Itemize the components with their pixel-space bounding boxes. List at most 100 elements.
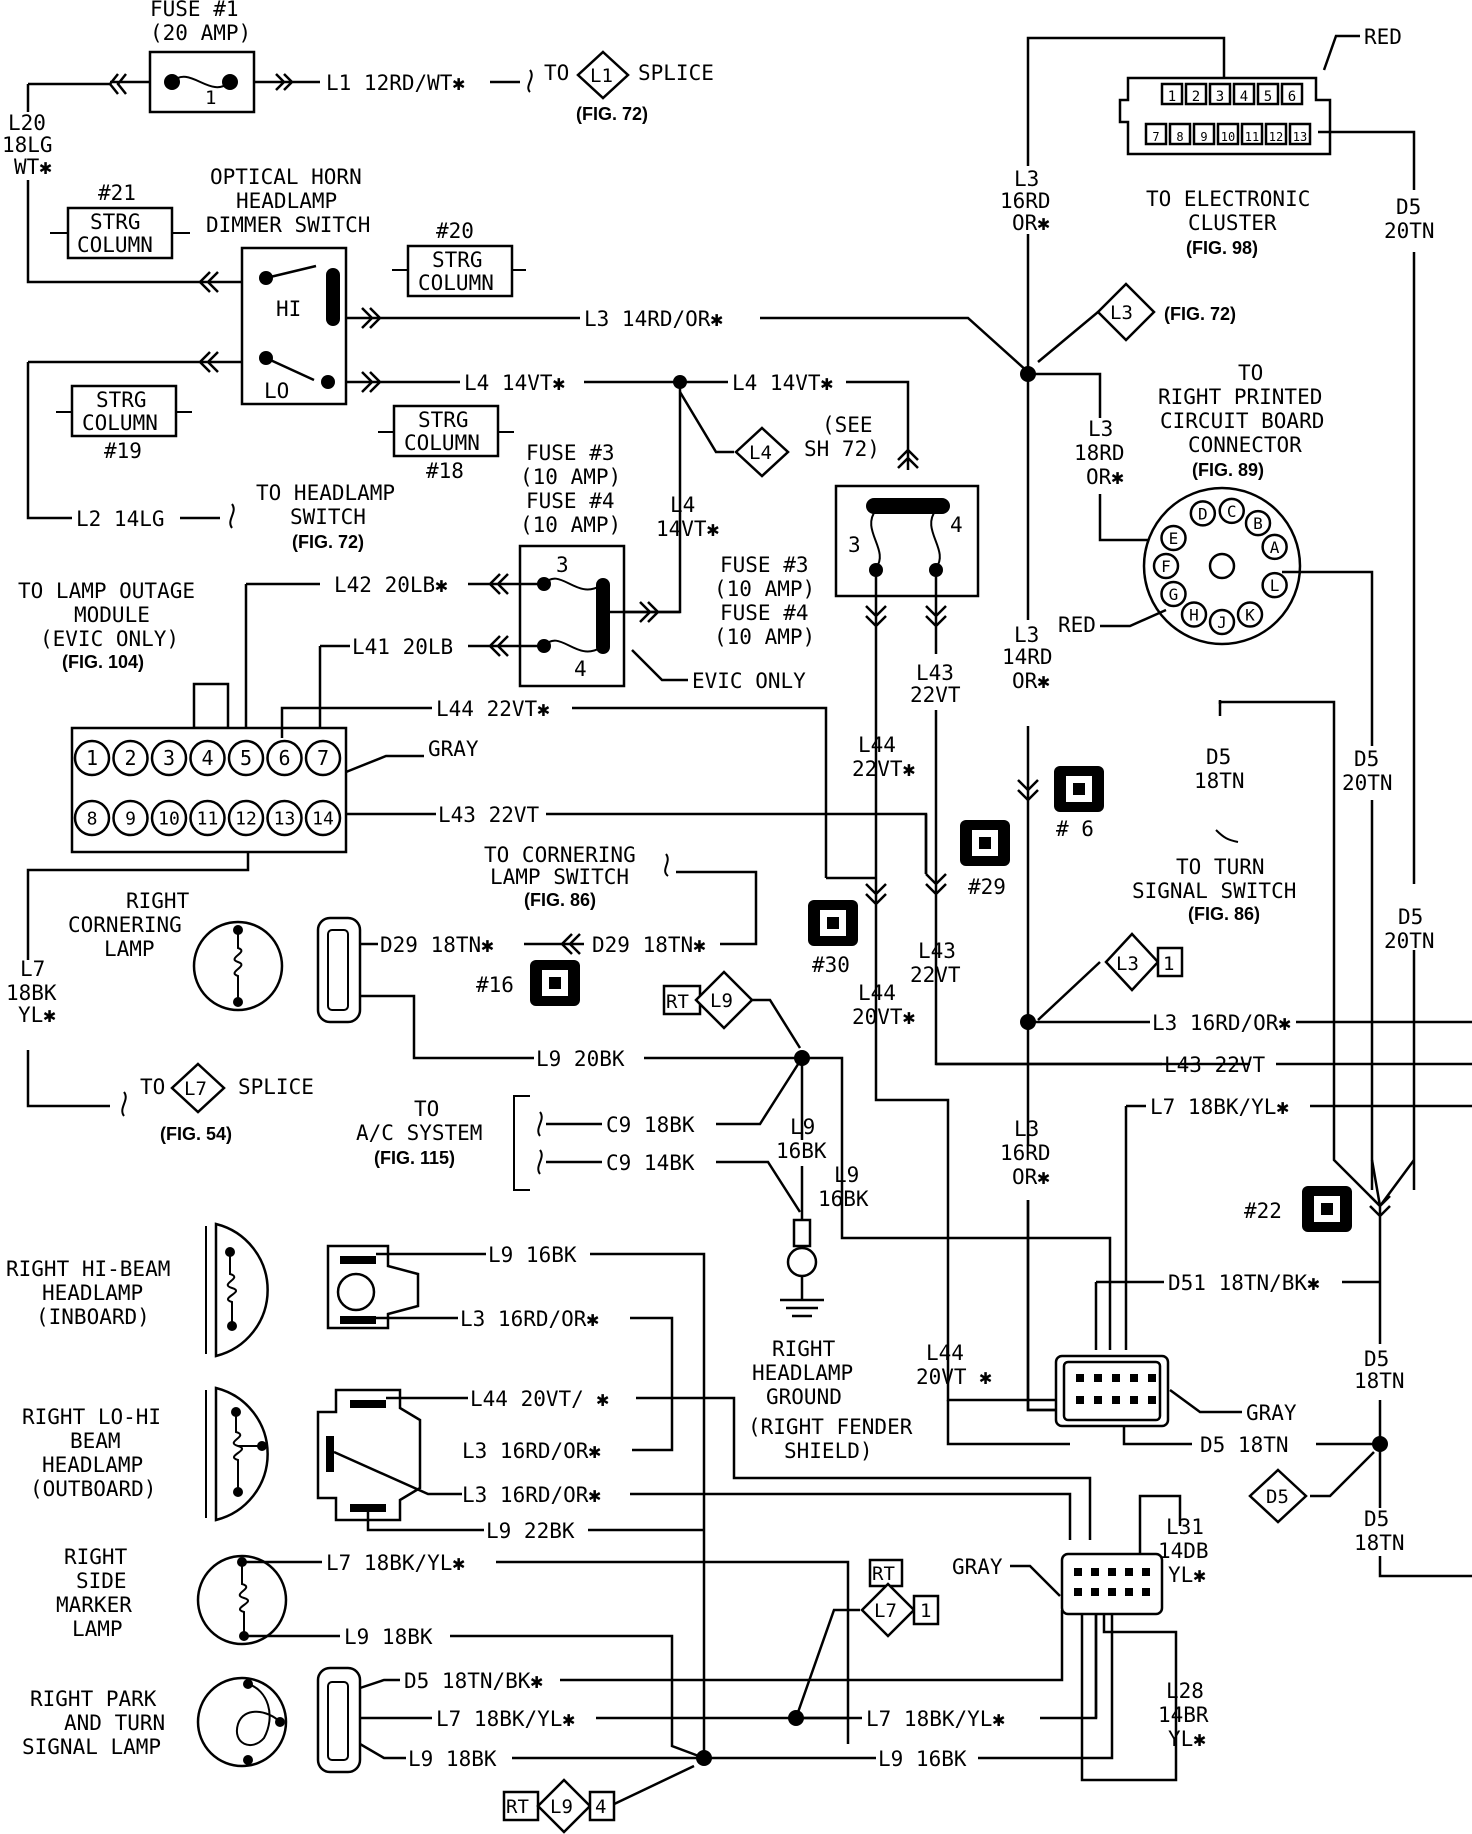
park-socket-inner bbox=[327, 1681, 349, 1761]
pin-circle bbox=[1189, 500, 1217, 527]
cluster-l2: CLUSTER bbox=[1188, 211, 1277, 235]
l4-see2: SH 72) bbox=[804, 437, 880, 461]
lohi-l2: BEAM bbox=[70, 1429, 121, 1453]
turn-l1: TO TURN bbox=[1176, 855, 1265, 879]
wire-l3-14-label: L3 14RD/OR✱ bbox=[584, 307, 723, 331]
wire-l9-mid-right bbox=[802, 1056, 1112, 1350]
hlsw-fig: (FIG. 72) bbox=[292, 532, 364, 552]
rt-l9b-lead bbox=[609, 1764, 695, 1808]
pin-cavity bbox=[1142, 1588, 1150, 1596]
lohi-dot-mid bbox=[257, 1441, 267, 1451]
wire-c9-18-label: C9 18BK bbox=[606, 1113, 695, 1137]
hibeam-lamp bbox=[214, 1222, 269, 1358]
d5-dia-lead bbox=[1310, 1451, 1375, 1498]
pin-circle bbox=[1244, 509, 1272, 537]
l43-mid-b: 22VT bbox=[910, 963, 961, 987]
l3-1-box bbox=[1156, 946, 1184, 978]
conn-16-label: #16 bbox=[476, 973, 514, 997]
pin-square bbox=[1168, 122, 1192, 146]
wire-l7-right bbox=[1124, 1104, 1472, 1350]
pin-label: D bbox=[1198, 504, 1208, 523]
d5-18b-b: 18TN bbox=[1354, 1531, 1405, 1555]
fuse34r-top bbox=[897, 448, 919, 470]
wire-l1 bbox=[254, 73, 520, 91]
pin-circle bbox=[1261, 533, 1288, 561]
park-filament bbox=[235, 1683, 281, 1746]
pin-label: 5 bbox=[240, 746, 252, 770]
conn-16 bbox=[530, 960, 580, 1006]
strg20-l2: COLUMN bbox=[418, 271, 494, 295]
l43-mid-a: L43 bbox=[918, 939, 956, 963]
wire-c9-14 bbox=[546, 1160, 802, 1213]
pin-cavity bbox=[1076, 1374, 1084, 1382]
marker-l4: LAMP bbox=[72, 1617, 123, 1641]
l3-col-conn bbox=[1017, 779, 1039, 802]
wire-l44-22-label: L44 22VT✱ bbox=[436, 697, 550, 721]
strg18-l2: COLUMN bbox=[404, 431, 480, 455]
park-dot1 bbox=[243, 1679, 253, 1689]
wire-l7-lom bbox=[26, 852, 250, 1108]
l31-b: 14DB bbox=[1158, 1539, 1209, 1563]
marker-l3: MARKER bbox=[56, 1593, 132, 1617]
ground-l4: (RIGHT FENDER bbox=[748, 1415, 913, 1439]
hibeam-l1: RIGHT HI-BEAM bbox=[6, 1257, 170, 1281]
cluster-red-arrow bbox=[1322, 34, 1360, 71]
pin-label: 9 bbox=[125, 808, 136, 829]
lom-l3: (EVIC ONLY) bbox=[40, 627, 179, 651]
wire-l3-col-mid bbox=[1026, 374, 1070, 1412]
wire-l9-16b-label: L9 16BK bbox=[878, 1747, 967, 1771]
l7-left-break bbox=[121, 1091, 127, 1117]
wire-l20 bbox=[26, 84, 200, 284]
strg18-l1: STRG bbox=[418, 408, 469, 432]
gray2-arrow bbox=[1010, 1564, 1061, 1597]
l3-fig72-id: L3 bbox=[1110, 302, 1133, 324]
wire-l28 bbox=[1080, 1614, 1178, 1782]
pin-square bbox=[1232, 82, 1256, 106]
l9-16v2-a: L9 bbox=[834, 1163, 859, 1187]
l4-diamond-lead bbox=[678, 391, 734, 454]
l4-diamond-id: L4 bbox=[749, 442, 772, 464]
fuse34-evic: EVIC ONLY bbox=[692, 669, 806, 693]
pin-label: 1 bbox=[86, 746, 98, 770]
l44-mid-b: 20VT✱ bbox=[852, 1005, 916, 1029]
wire-l7-c-label: L7 18BK/YL✱ bbox=[866, 1707, 1005, 1731]
hlsw-to: TO HEADLAMP bbox=[256, 481, 395, 505]
switch-bar bbox=[326, 268, 340, 326]
wire-l7-marker bbox=[242, 1560, 850, 1744]
pin-label: 14 bbox=[312, 808, 334, 829]
park-l3: SIGNAL LAMP bbox=[22, 1735, 161, 1759]
l44-mid-a: L44 bbox=[858, 981, 896, 1005]
cluster-color: RED bbox=[1364, 25, 1402, 49]
l9-16v2-b: 16BK bbox=[818, 1187, 869, 1211]
pin-label: 4 bbox=[1240, 89, 1248, 105]
corner-lamp-dot-bot bbox=[233, 997, 243, 1007]
l3-16v-b: 16RD bbox=[1000, 1141, 1051, 1165]
d5-diamond-id: D5 bbox=[1266, 1486, 1289, 1508]
l7-splice-diamond bbox=[170, 1062, 226, 1114]
pin-circle bbox=[1208, 608, 1236, 636]
wire-l44-22 bbox=[280, 706, 828, 878]
lom-color: GRAY bbox=[428, 737, 479, 761]
wire-l7r-label: L7 18BK/YL✱ bbox=[1150, 1095, 1289, 1119]
l9-16v-a: L9 bbox=[790, 1115, 815, 1139]
pin-circle bbox=[266, 799, 303, 837]
pin-cavity bbox=[1112, 1374, 1120, 1382]
gray1-arrow bbox=[1169, 1388, 1242, 1414]
fuse34-n4: 4 bbox=[574, 657, 587, 681]
conn-22-label: #22 bbox=[1244, 1199, 1282, 1223]
l3v14-a: L3 bbox=[1014, 623, 1039, 647]
l3-16v-a: L3 bbox=[1014, 1117, 1039, 1141]
rt-l7-rt: RT bbox=[872, 1563, 895, 1585]
wire-l9-marker bbox=[244, 1634, 705, 1760]
l9-16v-b: 16BK bbox=[776, 1139, 827, 1163]
pin-label: 7 bbox=[1152, 130, 1159, 144]
wire-c9-14-label: C9 14BK bbox=[606, 1151, 695, 1175]
d5-20a-a: D5 bbox=[1396, 195, 1421, 219]
park-l1: RIGHT PARK bbox=[30, 1687, 157, 1711]
l20-b: 18LG bbox=[2, 133, 53, 157]
lom-l2: MODULE bbox=[74, 603, 150, 627]
pin-label: 13 bbox=[274, 808, 296, 829]
hibeam-filament bbox=[226, 1254, 237, 1324]
wire-l4-14a-label: L4 14VT✱ bbox=[464, 371, 566, 395]
